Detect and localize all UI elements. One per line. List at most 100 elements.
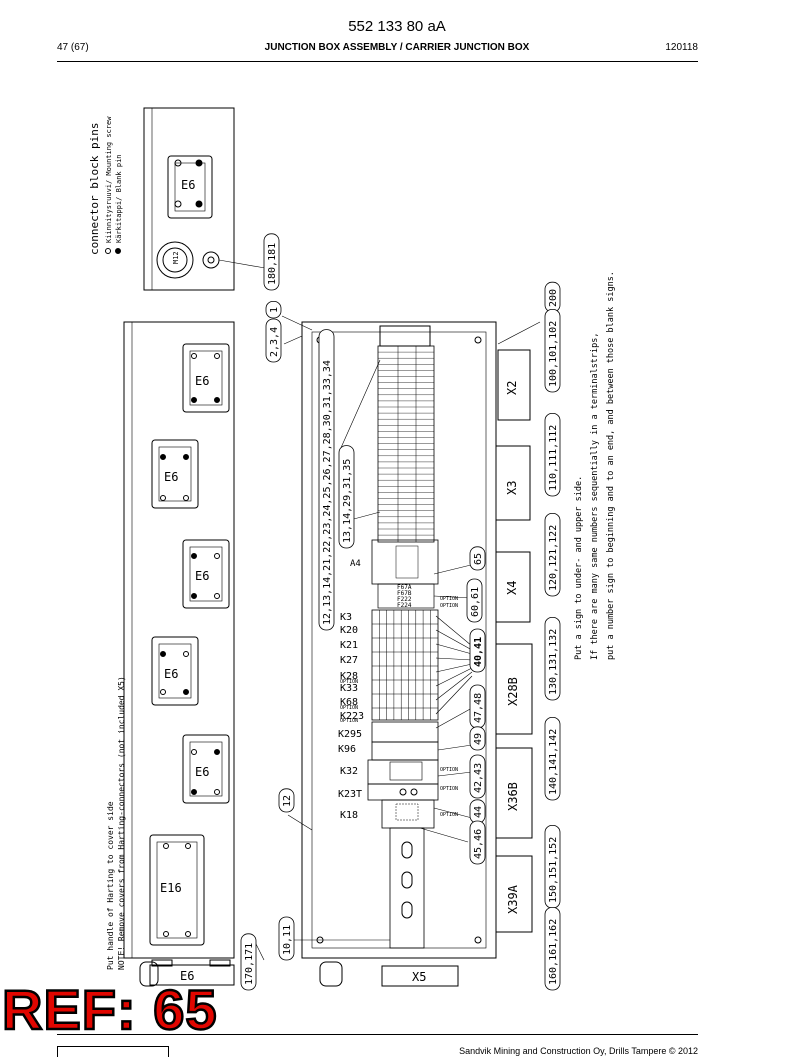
callout-45-46-outline xyxy=(469,820,486,865)
callout-180-181: 180,181 xyxy=(263,233,280,291)
callout-65-outline xyxy=(469,546,486,571)
callout-40-41-outline xyxy=(469,628,486,673)
mounting-screw-symbol xyxy=(105,248,111,254)
note-remove-covers: NOTE! Remove covers from Harting-connect… xyxy=(117,676,126,970)
callout-45-46: 45,46 xyxy=(469,820,486,865)
footer-copyright: Sandvik Mining and Construction Oy, Dril… xyxy=(459,1046,698,1056)
callout-1-outline xyxy=(265,300,282,319)
callout-10-11-text: 10,11 xyxy=(282,925,293,955)
callout-160-162: 160,161,162 xyxy=(544,907,561,991)
legend-title: connector block pins xyxy=(88,123,101,255)
callout-40-41-text: 40,41 xyxy=(473,637,484,667)
connector-label-e16: E16 xyxy=(160,881,182,895)
callout-120-122: 120,121,122 xyxy=(544,513,561,597)
m12-label: M12 xyxy=(172,251,180,264)
relay-label-k68: K68 xyxy=(340,697,358,708)
callout-60-61-text: 60,61 xyxy=(470,587,481,617)
callout-13-35: 13,14,29,31,35 xyxy=(338,445,355,549)
relay-label-k223: K223 xyxy=(340,711,364,722)
callout-130-132-text: 130,131,132 xyxy=(548,629,559,695)
callout-130-132: 130,131,132 xyxy=(544,617,561,701)
connector-label-e6-3: E6 xyxy=(195,569,209,583)
document-number: 552 133 80 aA xyxy=(348,18,446,35)
callout-terminal-strip-text: 12,13,14,21,22,23,24,25,26,27,28,30,31,3… xyxy=(322,360,333,625)
relay-label-k20: K20 xyxy=(340,625,358,636)
cover-top: E6 M12 xyxy=(143,107,266,291)
terminal-label-x39a: X39A xyxy=(506,884,520,914)
callout-65-text: 65 xyxy=(473,553,484,565)
callout-10-11: 10,11 xyxy=(278,916,295,961)
relay-label-k18: K18 xyxy=(340,810,358,821)
terminal-label-x2: X2 xyxy=(505,381,519,395)
callout-140-142: 140,141,142 xyxy=(544,717,561,801)
callout-2-3-4: 2,3,4 xyxy=(265,318,282,363)
callout-47-48-text: 47,48 xyxy=(473,693,484,723)
callout-terminal-strip-outline xyxy=(318,329,335,631)
relay-label-k21: K21 xyxy=(340,640,358,651)
harting-notes: Put handle of Harting to cover side NOTE… xyxy=(106,676,126,970)
header-divider xyxy=(57,61,698,62)
option-tag-k32: OPTION xyxy=(440,767,458,773)
note-handle: Put handle of Harting to cover side xyxy=(106,801,115,970)
callout-110-112: 110,111,112 xyxy=(544,413,561,497)
callout-140-142-text: 140,141,142 xyxy=(548,729,559,795)
legend-item-mounting: Kiinnitysruuvi/ Mounting screw xyxy=(105,116,113,243)
connector-label-e6-2: E6 xyxy=(164,470,178,484)
callout-45-46-text: 45,46 xyxy=(473,829,484,859)
callout-1: 1 xyxy=(265,300,282,319)
callout-140-142-outline xyxy=(544,717,561,801)
relay-label-k33: K33 xyxy=(340,683,358,694)
callout-44: 44 xyxy=(469,799,486,824)
callout-150-152: 150,151,152 xyxy=(544,825,561,909)
callout-13-35-outline xyxy=(338,445,355,549)
relay-label-k27: K27 xyxy=(340,655,358,666)
connector-label-e6-1: E6 xyxy=(195,374,209,388)
relay-label-k23t: K23T xyxy=(338,789,362,800)
sign-line-2: If there are many same numbers sequentia… xyxy=(590,332,600,660)
callout-60-61: 60,61 xyxy=(466,578,483,623)
callout-180-181-outline xyxy=(263,233,280,291)
terminal-label-x28b: X28B xyxy=(506,677,520,706)
callout-40-41: 40,41 xyxy=(469,628,486,673)
callout-65: 65 xyxy=(469,546,486,571)
connector-label-e6-5: E6 xyxy=(195,765,209,779)
callout-100-102: 100,101,102 xyxy=(544,309,561,393)
callouts: 180,181 1 2,3,4 12,13,14,21,22,23,24,25,26,… xyxy=(240,233,561,991)
option-tag-fuse-1: OPTION xyxy=(440,596,458,602)
page-number: 47 (67) xyxy=(57,42,89,53)
callout-170-171-text: 170,171 xyxy=(244,943,255,985)
callout-60-61-outline xyxy=(466,578,483,623)
terminal-label-x3: X3 xyxy=(505,481,519,495)
revision-date: 120118 xyxy=(665,42,698,53)
leader-lines xyxy=(253,315,541,961)
callout-2-3-4-outline xyxy=(265,318,282,363)
callout-12-outline xyxy=(278,788,295,813)
callout-1-text: 1 xyxy=(269,307,280,313)
junction-box-body: A4 F67A F67B F222 F224 OPTION OPTION K3K… xyxy=(301,321,497,959)
terminal-label-x36b: X36B xyxy=(506,782,520,811)
fuse-label-f222: F222 xyxy=(397,596,412,603)
module-label-a4: A4 xyxy=(350,559,361,569)
callout-49-outline xyxy=(469,726,486,751)
callout-110-112-text: 110,111,112 xyxy=(548,425,559,491)
sign-line-3: put a number sign to beginning and to an… xyxy=(606,271,616,660)
callout-170-171: 170,171 xyxy=(240,933,257,991)
callout-150-152-text: 150,151,152 xyxy=(548,837,559,903)
page-title: JUNCTION BOX ASSEMBLY / CARRIER JUNCTION… xyxy=(264,42,530,53)
legend-item-blank-pin: Kärkitappi/ Blank pin xyxy=(115,154,123,243)
callout-200: 200 xyxy=(544,281,561,313)
option-tag-k223: OPTION xyxy=(340,705,358,711)
callout-42-43: 42,43 xyxy=(469,754,486,799)
footer-divider xyxy=(57,1034,698,1035)
callout-terminal-strip: 12,13,14,21,22,23,24,25,26,27,28,30,31,3… xyxy=(318,329,335,631)
callout-42-43-outline xyxy=(469,754,486,799)
callout-49-text: 49 xyxy=(473,733,484,745)
callout-100-102-outline xyxy=(544,309,561,393)
callout-49: 49 xyxy=(469,726,486,751)
connector-label-e6-top: E6 xyxy=(181,178,195,192)
relay-label-k32: K32 xyxy=(340,766,358,777)
option-tag-k33: OPTION xyxy=(340,679,358,685)
sign-instructions: Put a sign to under- and upper side. If … xyxy=(574,271,616,660)
callout-170-171-outline xyxy=(240,933,257,991)
